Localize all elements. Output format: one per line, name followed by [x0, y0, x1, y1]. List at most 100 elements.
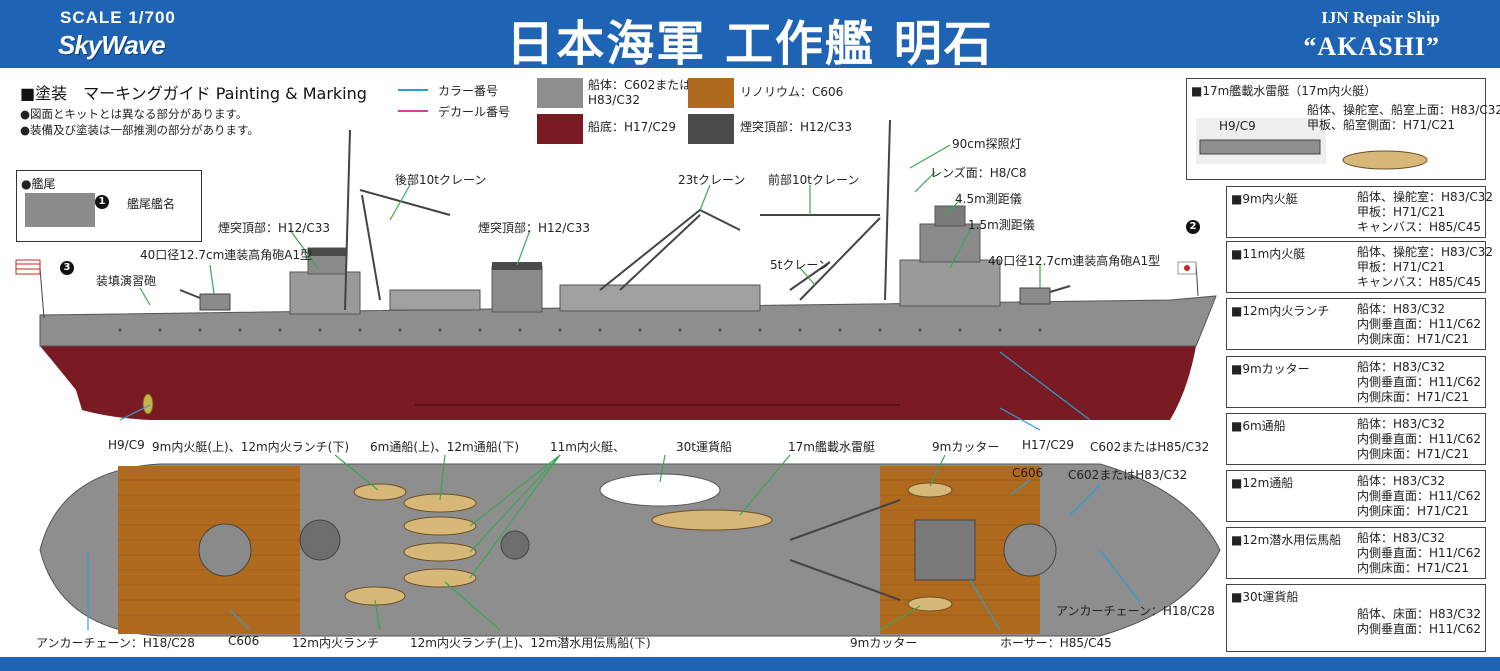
legend-decal-number: デカール番号	[438, 105, 511, 119]
label-boat-11m: 11m内火艇、	[550, 440, 625, 454]
boat-line: 船体、操舵室：H83/C32	[1357, 245, 1493, 259]
label-hull: C602またはH85/C32	[1090, 440, 1210, 454]
note-2: ●装備及び塗装は一部推測の部分があります。	[20, 123, 259, 137]
swatch-bottom-label: 船底：H17/C29	[588, 120, 676, 134]
subtitle-en: IJN Repair Ship	[1321, 8, 1440, 27]
boat-panel-title: ■12m通船	[1231, 476, 1294, 490]
label-cargo-30t: 30t運貨船	[676, 440, 732, 454]
label-bottom: H17/C29	[1022, 438, 1074, 452]
label-5t-crane: 5tクレーン	[770, 258, 830, 272]
boat-line: 船体：H83/C32	[1357, 417, 1445, 431]
label-fwd-crane: 前部10tクレーン	[768, 173, 860, 187]
boat-line: キャンバス：H85/C45	[1357, 275, 1481, 289]
label-rangefinder-45: 4.5m測距儀	[955, 192, 1022, 206]
swatch-funnel	[688, 114, 734, 144]
boat-line: 船体：H83/C32	[1357, 531, 1445, 545]
swatch-linoleum	[688, 78, 734, 108]
legend-color-number: カラー番号	[438, 84, 499, 98]
boat-line: 内側垂直面：H11/C62	[1357, 375, 1481, 389]
label-searchlight: 90cm探照灯	[952, 137, 1022, 151]
label-torpedo-17m: 17m艦載水雷艇	[788, 440, 875, 454]
swatch-linoleum-label: リノリウム：C606	[740, 85, 844, 99]
boat-panel-title: ■30t運貨船	[1231, 590, 1299, 604]
boat-line: 内側床面：H71/C21	[1357, 561, 1469, 575]
boat-line: 内側垂直面：H11/C62	[1357, 432, 1481, 446]
stern-plate	[25, 193, 95, 227]
label-aft-crane: 後部10tクレーン	[395, 173, 487, 187]
boat-line: 内側床面：H71/C21	[1357, 504, 1469, 518]
torpedo-boat-title: ■17m艦載水雷艇（17m内火艇）	[1191, 84, 1377, 98]
brand-logo: SkyWave	[58, 30, 166, 60]
boat-line: 船体：H83/C32	[1357, 302, 1445, 316]
boat-panel-title: ■9m内火艇	[1231, 192, 1298, 206]
torpedo-boat-line: 甲板、船室側面：H71/C21	[1307, 118, 1455, 132]
torpedo-boat-lines: 船体、操舵室、船室上面：H83/C32 甲板、船室側面：H71/C21	[1307, 103, 1500, 133]
label-anchor-fwd: アンカーチェーン：H18/C28	[1056, 604, 1215, 618]
label-boats-9m-12m: 9m内火艇(上)、12m内火ランチ(下)	[152, 440, 350, 454]
label-hawser: ホーサー：H85/C45	[1000, 636, 1112, 650]
torpedo-boat-panel: ■17m艦載水雷艇（17m内火艇） 船体、操舵室、船室上面：H83/C32 甲板…	[1186, 78, 1500, 180]
label-c606-aft: C606	[228, 634, 260, 648]
boat-line: 内側床面：H71/C21	[1357, 447, 1469, 461]
label-loading-gun: 装填演習砲	[96, 274, 157, 288]
boat-line: 内側床面：H71/C21	[1357, 390, 1469, 404]
label-lens: レンズ面：H8/C8	[930, 166, 1027, 180]
boat-line: キャンバス：H85/C45	[1357, 220, 1481, 234]
footer-bar	[0, 657, 1500, 671]
boat-panel-title: ■12m内火ランチ	[1231, 304, 1330, 318]
boat-line: 船体：H83/C32	[1357, 474, 1445, 488]
stern-label: 艦尾艦名	[127, 197, 176, 211]
hull-upper	[39, 295, 1217, 347]
boat-line: 内側垂直面：H11/C62	[1357, 622, 1481, 636]
label-funnel-top-aft: 煙突頂部：H12/C33	[218, 221, 330, 235]
label-cutter-9m-top: 9mカッター	[932, 440, 1000, 454]
scale-label: SCALE 1/700	[60, 8, 176, 27]
label-deck-fwd: C602またはH83/C32	[1068, 468, 1188, 482]
label-propeller: H9/C9	[108, 438, 145, 452]
label-c606-fwd: C606	[1012, 466, 1044, 480]
note-1: ●図面とキットとは異なる部分があります。	[20, 107, 248, 121]
label-23t-crane: 23tクレーン	[678, 173, 746, 187]
boat-line: 内側垂直面：H11/C62	[1357, 546, 1481, 560]
guide-title: ■塗装 マーキングガイド Painting & Marking	[20, 84, 367, 103]
marker-1: 1	[95, 195, 109, 209]
label-funnel-top-mid: 煙突頂部：H12/C33	[478, 221, 590, 235]
boat-panel-title: ■11m内火艇	[1231, 247, 1306, 261]
stern-detail-box: ●艦尾 1 艦尾艦名	[16, 170, 202, 242]
label-gun-fwd: 40口径12.7cm連装高角砲A1型	[988, 254, 1161, 268]
boat-line: 船体：H83/C32	[1357, 360, 1445, 374]
header-bar: SCALE 1/700 SkyWave 日本海軍 工作艦 明石 IJN Repa…	[0, 0, 1500, 72]
boat-line: 内側垂直面：H11/C62	[1357, 489, 1481, 503]
ship-name-en: “AKASHI”	[1303, 32, 1440, 61]
label-cutter-9m-bottom: 9mカッター	[850, 636, 918, 650]
label-rangefinder-15: 1.5m測距儀	[968, 218, 1035, 232]
hull-bottom	[40, 346, 1196, 420]
boat-line: 甲板：H71/C21	[1357, 260, 1445, 274]
boat-line: 船体、床面：H83/C32	[1357, 607, 1481, 621]
swatch-hull	[537, 78, 583, 108]
marker-3: 3	[60, 261, 74, 275]
page-title: 日本海軍 工作艦 明石	[506, 16, 994, 72]
boat-panel-title: ■12m潜水用伝馬船	[1231, 533, 1342, 547]
torpedo-boat-propeller: H9/C9	[1219, 119, 1256, 133]
torpedo-boat-line: 船体、操舵室、船室上面：H83/C32	[1307, 103, 1500, 117]
label-boats-6m-12m: 6m通船(上)、12m通船(下)	[370, 440, 520, 454]
color-number-line	[398, 89, 428, 91]
boat-panel-title: ■9mカッター	[1231, 362, 1310, 376]
swatch-hull-label: 船体：C602または H83/C32	[588, 78, 692, 107]
swatch-funnel-label: 煙突頂部：H12/C33	[740, 120, 852, 134]
decal-number-line	[398, 110, 428, 112]
swatch-bottom	[537, 114, 583, 144]
label-launch-sub: 12m内火ランチ(上)、12m潜水用伝馬船(下)	[410, 636, 651, 650]
